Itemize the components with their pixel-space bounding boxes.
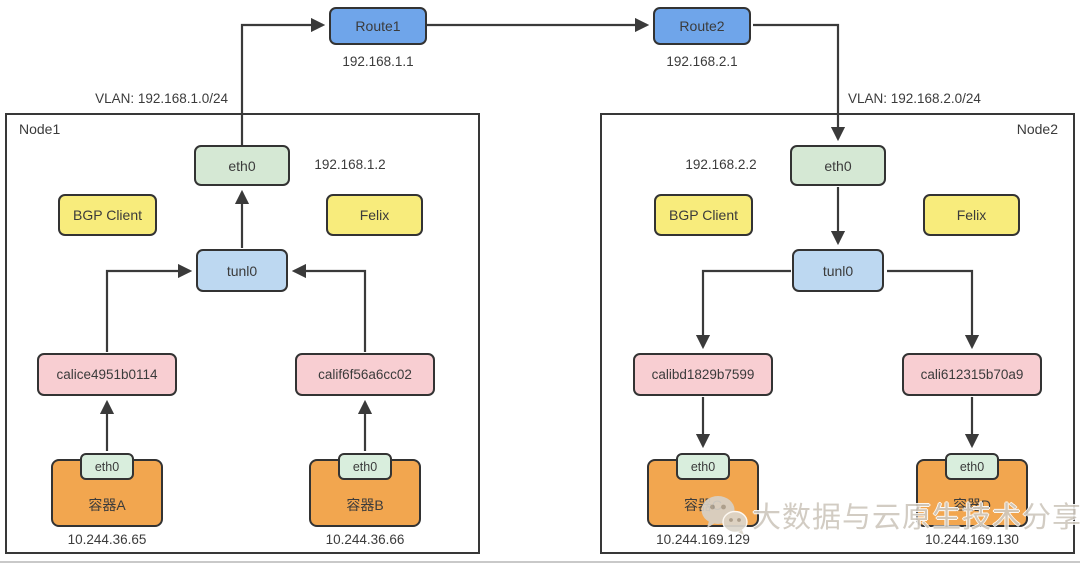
- router2-box: Route2: [653, 7, 751, 45]
- node2-host-ip: 192.168.2.2: [685, 157, 757, 172]
- node1-container-a: eth0 容器A: [51, 453, 163, 527]
- container-b-eth0-tab: eth0: [338, 453, 392, 480]
- router1-ip: 192.168.1.1: [342, 54, 414, 69]
- node2-eth0-box: eth0: [790, 145, 886, 186]
- watermark-text: 大数据与云原生技术分享: [752, 502, 1080, 534]
- bottom-divider: [0, 561, 1080, 563]
- container-b-ip: 10.244.36.66: [325, 532, 405, 547]
- node1-tunl0-box: tunl0: [196, 249, 288, 292]
- node1-label: Node1: [19, 121, 61, 137]
- router2-ip: 192.168.2.1: [666, 54, 738, 69]
- arrow-node1-veth-b-to-tunl0: [291, 263, 367, 352]
- node1-veth-b-box: calif6f56a6cc02: [295, 353, 435, 396]
- arrow-node1-veth-a-to-tunl0: [105, 263, 193, 352]
- container-b-name: 容器B: [346, 497, 384, 513]
- container-a-eth0-tab: eth0: [80, 453, 134, 480]
- node1-eth0-box: eth0: [194, 145, 290, 186]
- router1-box: Route1: [329, 7, 427, 45]
- arrow-node2-tunl0-to-veth-c: [695, 269, 791, 350]
- container-a-name: 容器A: [88, 497, 126, 513]
- container-c-ip: 10.244.169.129: [656, 532, 750, 547]
- node1-veth-a-box: calice4951b0114: [37, 353, 177, 396]
- arrow-route2-to-node2-eth0: [753, 23, 846, 142]
- container-d-ip: 10.244.169.130: [925, 532, 1019, 547]
- container-d-name: 容器D: [952, 497, 992, 513]
- node2-tunl0-box: tunl0: [792, 249, 884, 292]
- node1-host-ip: 192.168.1.2: [314, 157, 386, 172]
- watermark: 大数据与云原生技术分享: [700, 494, 1080, 536]
- arrow-node1-eth0-to-route1: [240, 17, 326, 145]
- node2-container-d: eth0 容器D: [916, 453, 1028, 527]
- node1-felix-box: Felix: [326, 194, 423, 236]
- vlan-label-right: VLAN: 192.168.2.0/24: [848, 91, 981, 106]
- node1-container-b: eth0 容器B: [309, 453, 421, 527]
- container-d-eth0-tab: eth0: [945, 453, 999, 480]
- node2-veth-d-box: cali612315b70a9: [902, 353, 1042, 396]
- node2-bgp-client-box: BGP Client: [654, 194, 753, 236]
- container-a-ip: 10.244.36.65: [67, 532, 147, 547]
- node2-veth-c-box: calibd1829b7599: [633, 353, 773, 396]
- vlan-label-left: VLAN: 192.168.1.0/24: [95, 91, 228, 106]
- arrow-node2-tunl0-to-veth-d: [887, 269, 980, 350]
- container-c-eth0-tab: eth0: [676, 453, 730, 480]
- wechat-icon: [701, 496, 748, 535]
- node2-label: Node2: [1016, 121, 1058, 137]
- node1-bgp-client-box: BGP Client: [58, 194, 157, 236]
- node2-felix-box: Felix: [923, 194, 1020, 236]
